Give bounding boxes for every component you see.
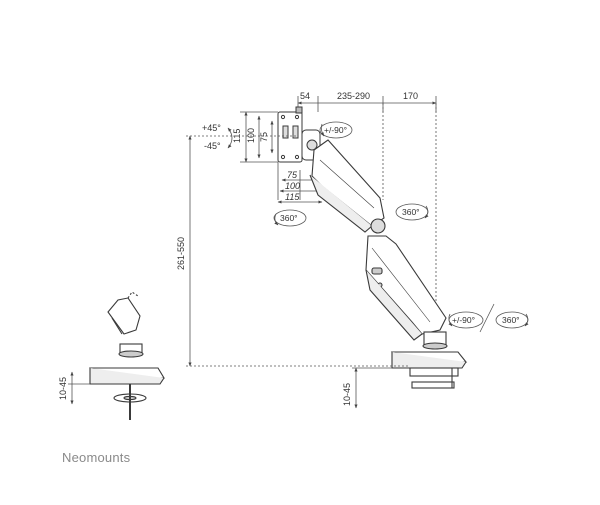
vesa-plate <box>277 106 303 163</box>
rot-tilt-up: +45° <box>202 123 221 133</box>
lower-arm <box>365 235 447 341</box>
rotation-bubble-head: +/-90° <box>319 121 353 139</box>
rotation-bubble-swivel-arm: 360° <box>395 203 429 221</box>
dim-desk-right: 10-45 <box>342 383 352 406</box>
desk-clamp-right <box>390 331 468 389</box>
desk-thickness-right <box>352 367 392 409</box>
dim-170: 170 <box>403 91 418 101</box>
dim-height-range: 261-550 <box>176 237 186 270</box>
dim-vesa-h100: 100 <box>285 181 300 191</box>
bubble-separator <box>479 303 495 333</box>
dim-vesa-v75: 75 <box>259 132 269 142</box>
dim-54: 54 <box>300 91 310 101</box>
top-dimension-line <box>297 96 437 330</box>
dim-desk-left: 10-45 <box>58 377 68 400</box>
rot-tilt-down: -45° <box>204 141 221 151</box>
rotation-bubble-base-swivel: 360° <box>495 311 529 329</box>
tilt-arrow <box>227 127 233 149</box>
rot-swivel-arm: 360° <box>402 207 420 217</box>
desk-thickness-left <box>68 371 90 405</box>
vesa-vertical-dims <box>240 111 278 163</box>
rot-base-swivel: 360° <box>502 315 520 325</box>
brand-logo-text: Neomounts <box>62 450 131 465</box>
height-dimension <box>186 135 410 367</box>
rot-swivel-head: 360° <box>280 213 298 223</box>
dim-vesa-v115: 115 <box>232 129 242 143</box>
rotation-bubble-swivel-head: 360° <box>273 209 307 227</box>
dim-235-290: 235-290 <box>337 91 370 101</box>
upper-arm <box>309 139 386 234</box>
rotation-bubble-base-rotate: +/-90° <box>448 311 484 329</box>
rot-head-rotate: +/-90° <box>324 125 347 135</box>
rot-base-rotate: +/-90° <box>452 315 475 325</box>
dim-vesa-h115: 115 <box>285 192 300 202</box>
desk-clamp-left <box>89 291 165 420</box>
dim-vesa-v100: 100 <box>246 128 256 143</box>
dim-vesa-h75: 75 <box>287 170 298 180</box>
vesa-horizontal-dims <box>277 162 323 204</box>
